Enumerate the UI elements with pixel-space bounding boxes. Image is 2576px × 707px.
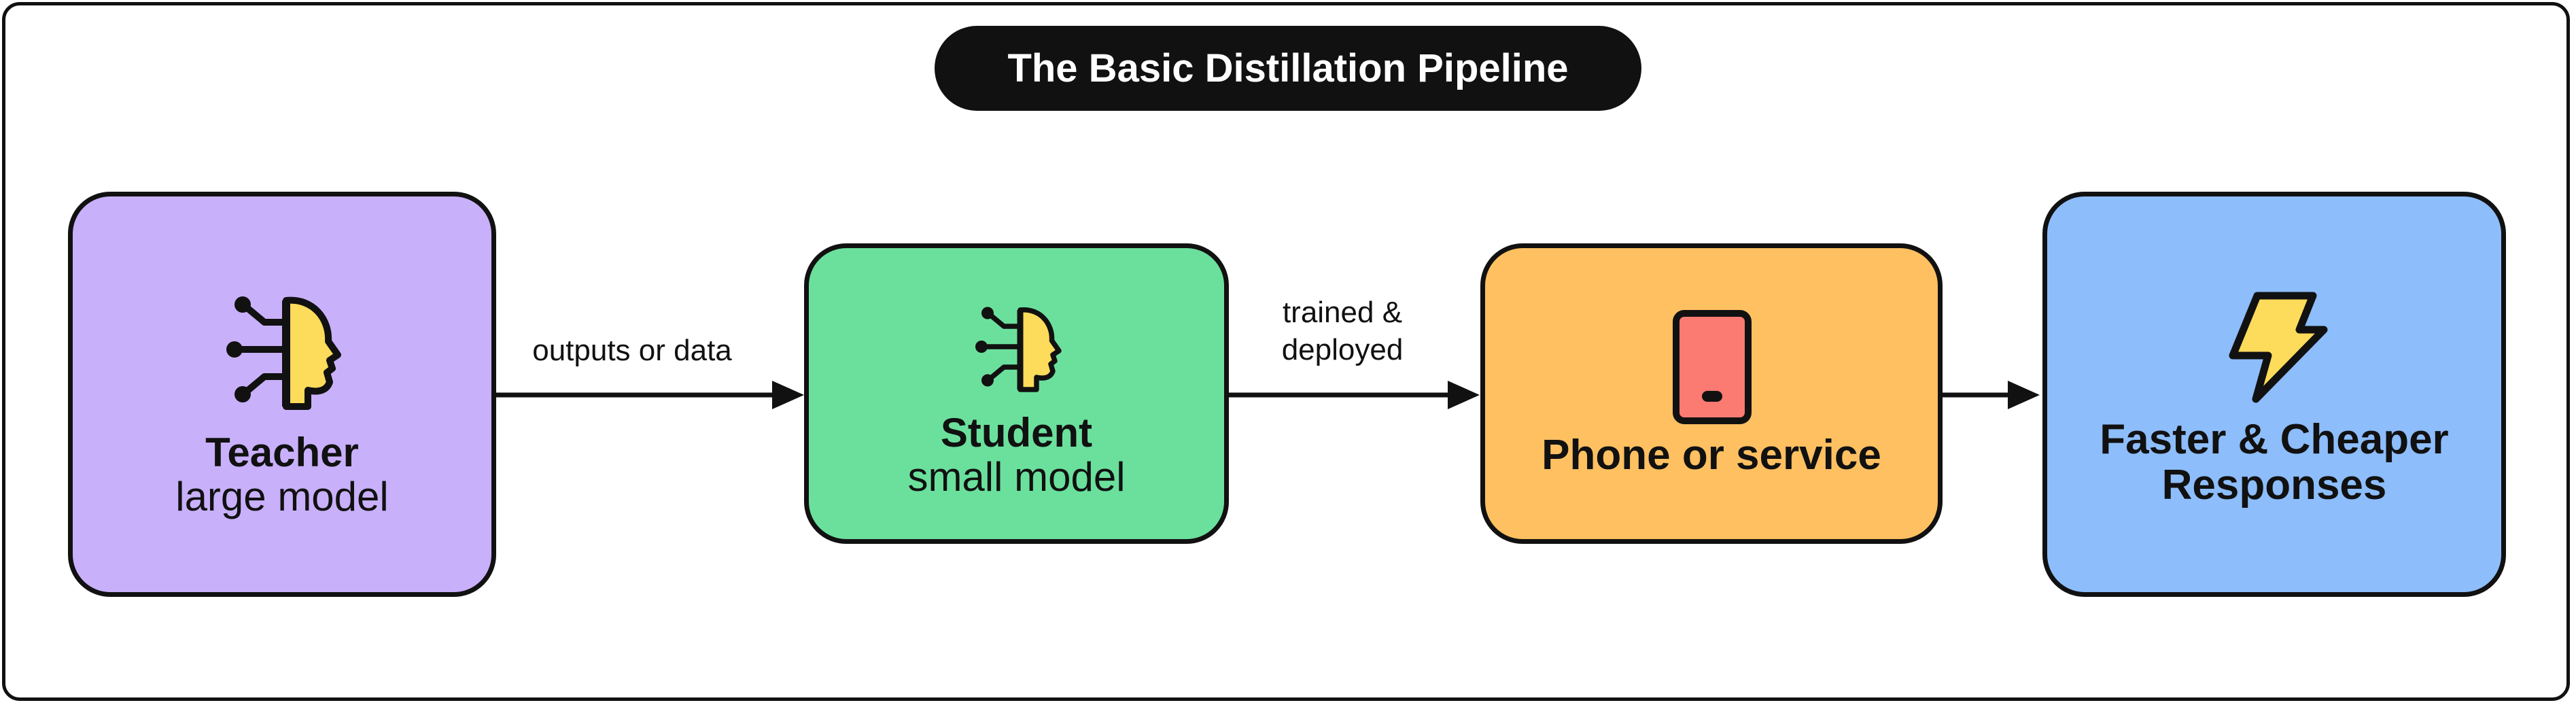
ai-head-icon	[975, 307, 1062, 392]
student-label: Student small model	[809, 411, 1224, 500]
edge-label-outputs: outputs or data	[503, 332, 761, 369]
teacher-name: Teacher	[205, 430, 359, 475]
phone-name: Phone or service	[1542, 432, 1881, 479]
student-node: Student small model	[804, 243, 1229, 544]
result-node: Faster & Cheaper Responses	[2042, 192, 2506, 597]
phone-node: Phone or service	[1480, 243, 1943, 544]
result-name-line2: Responses	[2161, 461, 2387, 508]
diagram-title: The Basic Distillation Pipeline	[935, 26, 1641, 111]
edge-label-trained-line1: trained &	[1282, 296, 1403, 329]
teacher-node: Teacher large model	[68, 192, 496, 597]
arrow-student-to-phone	[1228, 381, 1480, 409]
ai-head-icon	[226, 296, 341, 410]
arrow-phone-to-result	[1941, 381, 2040, 409]
student-subtitle: small model	[907, 453, 1126, 500]
arrow-teacher-to-student	[495, 381, 804, 409]
lightning-bolt-icon	[2229, 292, 2328, 403]
edge-label-outputs-text: outputs or data	[532, 334, 732, 367]
teacher-label: Teacher large model	[73, 430, 491, 519]
phone-label: Phone or service	[1485, 432, 1938, 479]
edge-label-trained-line2: deployed	[1281, 333, 1404, 366]
result-name-line1: Faster & Cheaper	[2100, 416, 2449, 463]
smartphone-icon	[1673, 310, 1752, 424]
student-name: Student	[940, 410, 1093, 455]
teacher-subtitle: large model	[175, 473, 389, 519]
edge-label-trained: trained & deployed	[1237, 294, 1448, 368]
result-label: Faster & Cheaper Responses	[2047, 417, 2501, 508]
